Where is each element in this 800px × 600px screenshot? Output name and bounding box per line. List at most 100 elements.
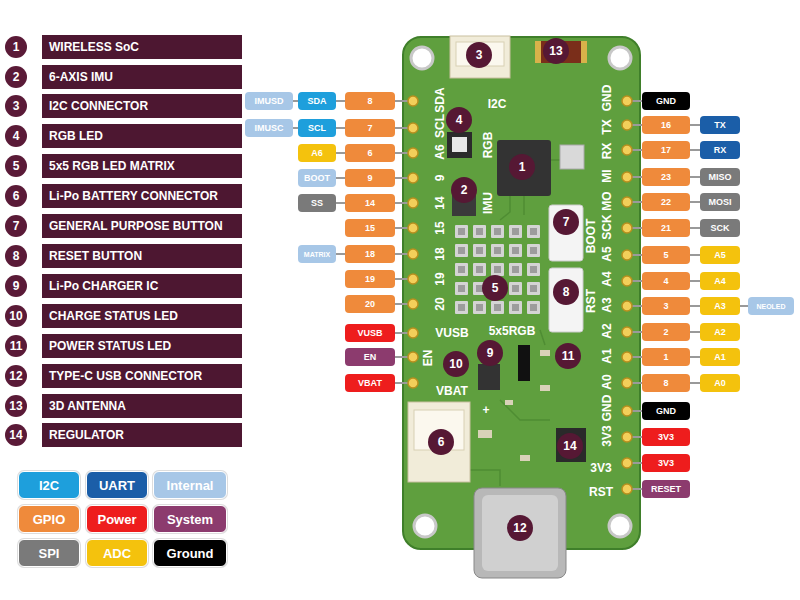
silkscreen-label: RX <box>600 143 614 160</box>
silkscreen-label: SDA <box>433 87 447 112</box>
node-text: EN <box>364 352 377 362</box>
silkscreen-label: 5x5RGB <box>489 324 536 338</box>
legend-swatch: Internal <box>153 471 227 499</box>
node-text: A4 <box>714 276 726 286</box>
soc-chip <box>497 140 551 196</box>
pin-tag: 15 <box>345 219 395 237</box>
pin-tag: 19 <box>345 270 395 288</box>
silkscreen-label: VBAT <box>436 384 468 398</box>
pin-connector <box>690 124 700 126</box>
part-name-bar: 3D ANTENNA <box>42 394 242 418</box>
pin-tag: SCK <box>700 219 740 237</box>
usb-c-connector <box>474 488 566 578</box>
node-text: 5 <box>663 250 668 260</box>
silkscreen-label: SCL <box>433 114 447 138</box>
pcb-traces <box>470 160 560 486</box>
silkscreen-label: A5 <box>600 246 614 261</box>
pin-tag: A0 <box>700 374 740 392</box>
node-text: 8 <box>367 96 372 106</box>
legend-text: GPIO <box>33 512 66 527</box>
node-text: 3 <box>663 301 668 311</box>
silkscreen-label: A4 <box>600 271 614 286</box>
silkscreen-label: MO <box>600 191 614 210</box>
pin-connector <box>690 356 700 358</box>
node-text: 14 <box>365 198 375 208</box>
node-text: A0 <box>714 378 726 388</box>
callout-number: 11 <box>5 335 27 357</box>
pin-connector <box>690 149 700 151</box>
node-text: POWER STATUS LED <box>49 339 171 353</box>
pin-tag: 3V3 <box>642 428 690 446</box>
callout-number: 12 <box>5 365 27 387</box>
pin-connector <box>690 254 700 256</box>
pin-connector <box>336 202 345 204</box>
node-text: Li-Po CHARGER IC <box>49 279 158 293</box>
silkscreen-label: RST <box>584 289 598 313</box>
callout-number: 4 <box>5 125 27 147</box>
node-text: BOOT <box>304 173 330 183</box>
legend-swatch: I2C <box>18 471 80 499</box>
silkscreen-label: 18 <box>433 247 447 260</box>
node-text: 2 <box>663 327 668 337</box>
node-text: MATRIX <box>304 251 330 258</box>
pin-connector <box>336 253 345 255</box>
node-text: VBAT <box>358 378 382 388</box>
legend-text: I2C <box>39 478 59 493</box>
silkscreen-label: IMU <box>481 192 495 214</box>
pin-tag: 1 <box>642 348 690 366</box>
part-name-bar: TYPE-C USB CONNECTOR <box>42 364 242 388</box>
part-name-bar: RESET BUTTON <box>42 244 242 268</box>
silkscreen-label: GND <box>600 85 614 112</box>
pin-tag: 5 <box>642 246 690 264</box>
pin-connector <box>336 177 345 179</box>
node-text: GND <box>656 96 676 106</box>
pin-tag: IMUSD <box>245 92 293 110</box>
silkscreen-label: A0 <box>600 374 614 389</box>
silkscreen-label: VUSB <box>435 326 468 340</box>
diode <box>518 345 530 381</box>
node-text: GENERAL PURPOSE BUTTON <box>49 219 223 233</box>
node-text: SDA <box>307 96 326 106</box>
legend-text: Ground <box>167 546 214 561</box>
legend-swatch: Ground <box>153 539 227 567</box>
callout-number: 14 <box>557 433 583 459</box>
node-text: MISO <box>708 172 731 182</box>
legend-text: System <box>167 512 213 527</box>
node-text: SCL <box>308 123 326 133</box>
pin-tag: BOOT <box>298 169 336 187</box>
node-text: TX <box>714 120 726 130</box>
callout-number: 10 <box>443 351 469 377</box>
node-text: CHARGE STATUS LED <box>49 309 178 323</box>
node-text: A2 <box>714 327 726 337</box>
pin-tag: 22 <box>642 193 690 211</box>
callout-number: 3 <box>466 42 492 68</box>
callout-number: 13 <box>5 395 27 417</box>
part-name-bar: GENERAL PURPOSE BUTTON <box>42 214 242 238</box>
mounting-holes <box>411 47 631 537</box>
pin-tag: RX <box>700 141 740 159</box>
node-text: MOSI <box>708 197 731 207</box>
pin-tag: EN <box>345 348 395 366</box>
silkscreen-label: MI <box>600 169 614 182</box>
pin-tag: GND <box>642 92 690 110</box>
node-text: 19 <box>365 274 375 284</box>
pin-connector <box>690 382 700 384</box>
pin-tag: 4 <box>642 272 690 290</box>
pin-tag: TX <box>700 116 740 134</box>
pin-tag: A6 <box>298 144 336 162</box>
part-name-bar: 6-AXIS IMU <box>42 65 242 89</box>
node-text: 6-AXIS IMU <box>49 70 113 84</box>
node-text: 7 <box>367 123 372 133</box>
silkscreen-label: A1 <box>600 348 614 363</box>
callout-number: 2 <box>5 66 27 88</box>
pin-tag: 20 <box>345 295 395 313</box>
chip <box>560 145 584 169</box>
callout-number: 8 <box>553 279 579 305</box>
node-text: A6 <box>311 148 323 158</box>
callout-number: 6 <box>5 185 27 207</box>
leader-lines <box>395 101 642 489</box>
node-text: RESET BUTTON <box>49 249 142 263</box>
node-text: 9 <box>367 173 372 183</box>
charger-ic <box>478 364 500 390</box>
pin-tag: 8 <box>642 374 690 392</box>
